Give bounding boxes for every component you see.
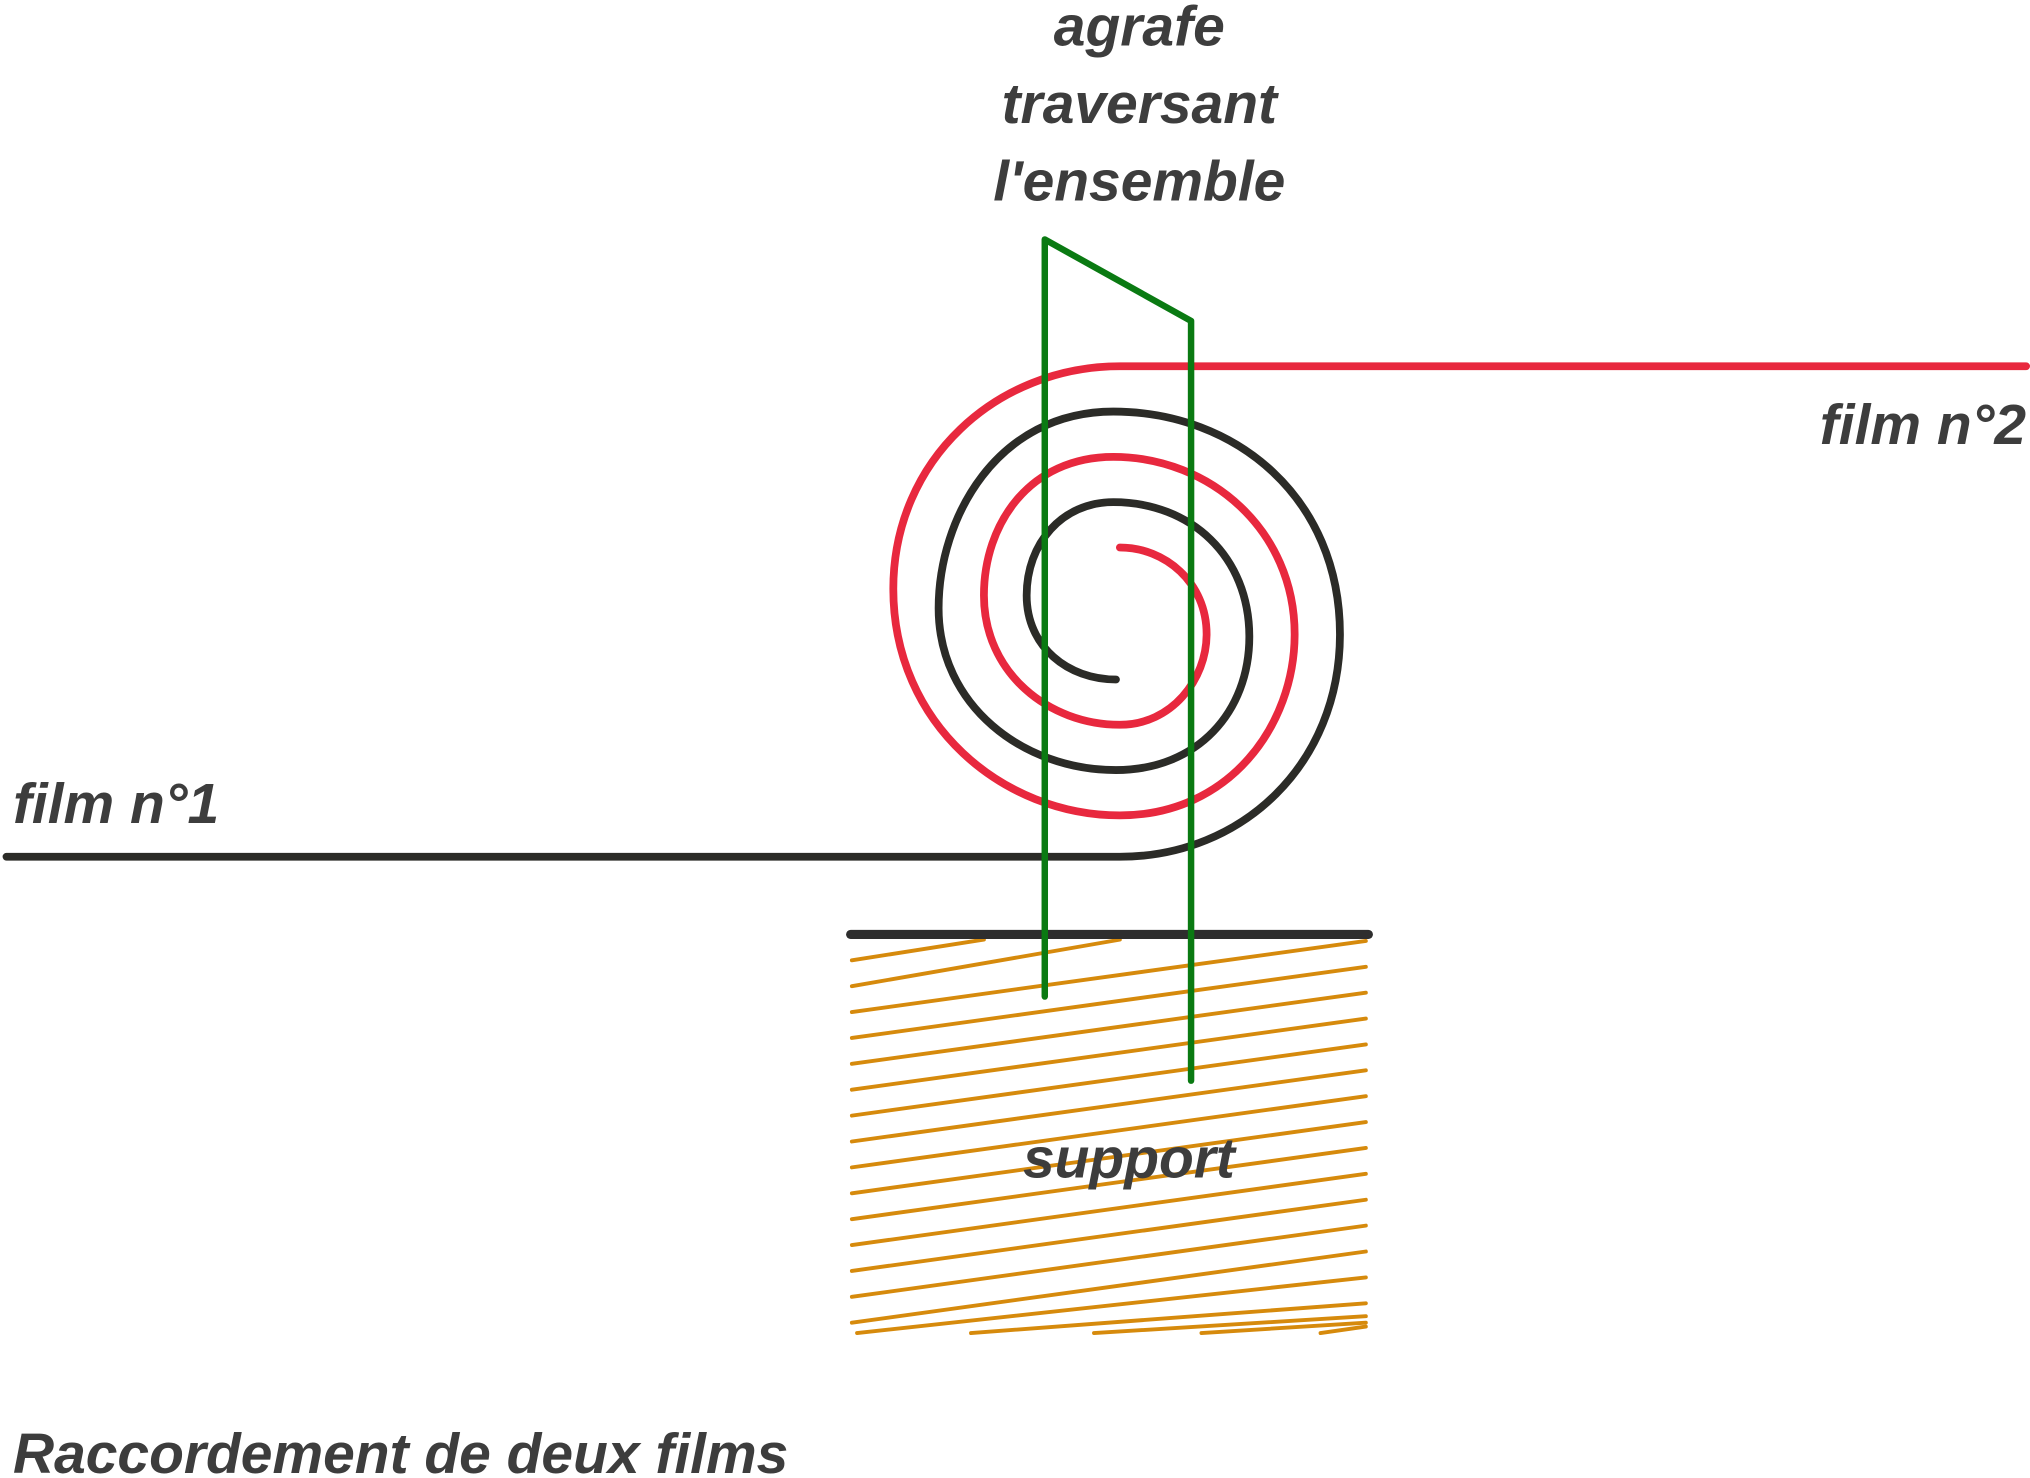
film-2-label: film n°2 (1820, 393, 2027, 457)
support-label: support (1023, 1127, 1237, 1191)
staple-label-line-3: l'ensemble (993, 150, 1285, 214)
diagram-title: Raccordement de deux films (13, 1422, 788, 1478)
film-1 (2, 407, 1344, 861)
staple-label-line-1: agrafe (1054, 0, 1225, 58)
film-2 (889, 362, 2030, 820)
film-1-label: film n°1 (13, 772, 219, 836)
staple-label-line-2: traversant (1002, 72, 1279, 136)
staple (1041, 236, 1195, 1084)
support-hatching (849, 937, 1368, 1335)
